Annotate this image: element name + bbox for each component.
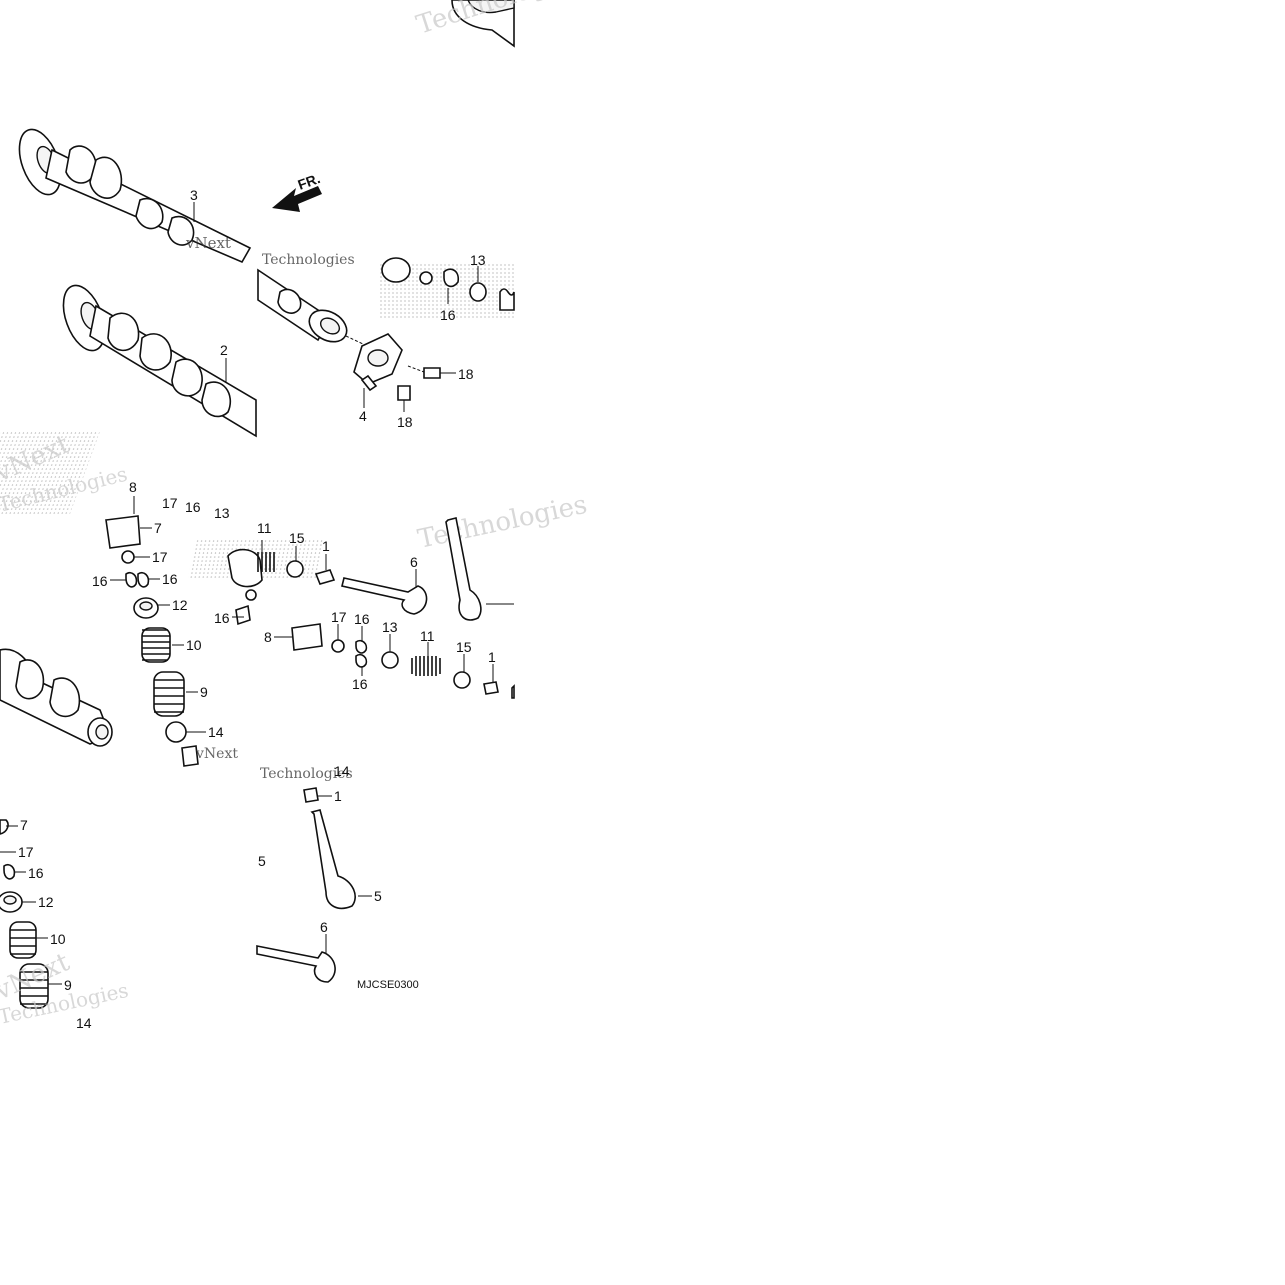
callout-16: 16 xyxy=(92,573,108,589)
callout-14: 14 xyxy=(76,1015,92,1031)
callout-3: 3 xyxy=(190,187,198,203)
intake-valve xyxy=(310,809,356,910)
callout-15: 15 xyxy=(456,639,472,655)
bolt xyxy=(397,385,411,401)
callout-8: 8 xyxy=(129,479,137,495)
valve-spring xyxy=(9,921,37,959)
valve-spring xyxy=(19,963,49,1009)
diagram-code: MJCSE0300 xyxy=(357,979,419,991)
callout-11: 11 xyxy=(257,520,272,536)
tile-valve-rows-center: Technologies xyxy=(187,490,590,699)
watermark-text: vNext xyxy=(195,746,238,762)
callout-11: 11 xyxy=(420,628,435,644)
callout-16: 16 xyxy=(354,611,370,627)
watermark-text: Technologies xyxy=(415,490,590,555)
callout-16: 16 xyxy=(28,865,44,881)
valve-spring xyxy=(411,656,441,676)
callout-18: 18 xyxy=(458,366,474,382)
tile-cam-holder: Technologies xyxy=(257,252,515,412)
valve-spring xyxy=(257,552,275,572)
watermark-text: vNext xyxy=(185,234,231,252)
callout-13: 13 xyxy=(214,505,230,521)
callout-17: 17 xyxy=(331,609,347,625)
front-label: FR. xyxy=(296,170,323,193)
callout-13: 13 xyxy=(470,252,486,268)
callout-15: 15 xyxy=(289,530,305,546)
valve-spring-outer xyxy=(141,627,171,663)
callout-12: 12 xyxy=(172,597,188,613)
valve-spring-inner xyxy=(153,671,185,717)
tile-valve-stack-left: vNext Technologies vNext xyxy=(0,429,238,767)
callout-1: 1 xyxy=(334,788,342,804)
callout-9: 9 xyxy=(200,684,208,700)
callout-4: 4 xyxy=(359,408,367,424)
watermark-text: Technologies xyxy=(262,252,355,268)
callout-1: 1 xyxy=(322,538,330,554)
callout-6: 6 xyxy=(320,919,328,935)
callout-18: 18 xyxy=(397,414,413,430)
callout-6: 6 xyxy=(410,554,418,570)
callout-16: 16 xyxy=(440,307,456,323)
camshaft-exhaust xyxy=(18,128,252,264)
valve-lifter xyxy=(291,623,323,651)
callout-16: 16 xyxy=(185,499,201,515)
callout-10: 10 xyxy=(186,637,202,653)
callout-16: 16 xyxy=(162,571,178,587)
exhaust-valve xyxy=(341,577,428,615)
callout-5: 5 xyxy=(374,888,382,904)
callout-13: 13 xyxy=(382,619,398,635)
callout-8: 8 xyxy=(264,629,272,645)
callout-17: 17 xyxy=(18,844,34,860)
callout-7: 7 xyxy=(20,817,28,833)
camshaft-intake xyxy=(62,284,257,438)
tile-valves-bottom-center: Technologies xyxy=(256,766,372,983)
callout-14: 14 xyxy=(208,724,224,740)
bolt xyxy=(423,367,441,379)
callout-1: 1 xyxy=(488,649,496,665)
callout-17: 17 xyxy=(152,549,168,565)
callout-16: 16 xyxy=(214,610,230,626)
valve-lifter xyxy=(105,515,141,549)
watermark-text: Technologies xyxy=(260,766,353,782)
callout-9: 9 xyxy=(64,977,72,993)
callout-12: 12 xyxy=(38,894,54,910)
callout-17: 17 xyxy=(162,495,178,511)
callout-14: 14 xyxy=(334,763,350,779)
tile-top-right: Technologies xyxy=(413,0,586,48)
callout-10: 10 xyxy=(50,931,66,947)
callout-16: 16 xyxy=(352,676,368,692)
callout-7: 7 xyxy=(154,520,162,536)
front-direction-arrow: FR. xyxy=(272,170,322,212)
callout-5: 5 xyxy=(258,853,266,869)
exhaust-valve xyxy=(256,945,336,983)
callout-2: 2 xyxy=(220,342,228,358)
